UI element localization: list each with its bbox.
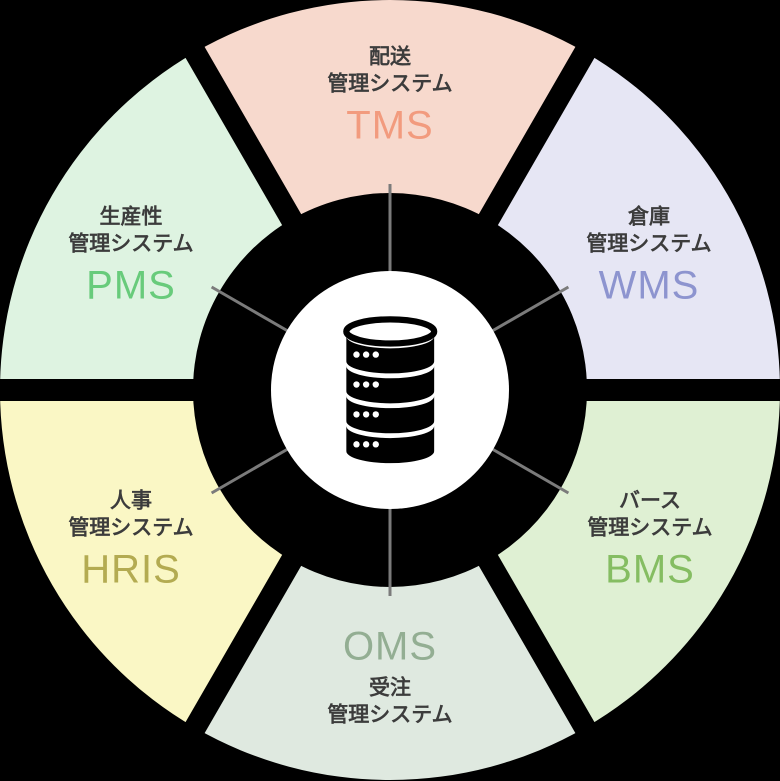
segment-hris-sector xyxy=(0,390,292,728)
segment-oms-sector xyxy=(195,560,585,781)
database-band-3 xyxy=(346,396,435,434)
segment-tms-sector xyxy=(195,0,585,220)
database-band-dots xyxy=(353,351,379,448)
database-icon xyxy=(343,316,438,464)
segment-pms-sector xyxy=(0,52,292,390)
connector-pms xyxy=(210,285,293,335)
connector-bms xyxy=(487,445,570,495)
database-top-disk xyxy=(343,316,438,347)
database-band-2 xyxy=(346,366,435,404)
segment-wms-sector xyxy=(488,52,780,390)
connector-wms xyxy=(487,285,570,335)
database-band-4 xyxy=(346,426,435,464)
segment-bms-sector xyxy=(488,390,780,728)
connector-lines xyxy=(210,184,570,596)
database-band-1 xyxy=(346,336,435,374)
connector-hris xyxy=(210,445,293,495)
